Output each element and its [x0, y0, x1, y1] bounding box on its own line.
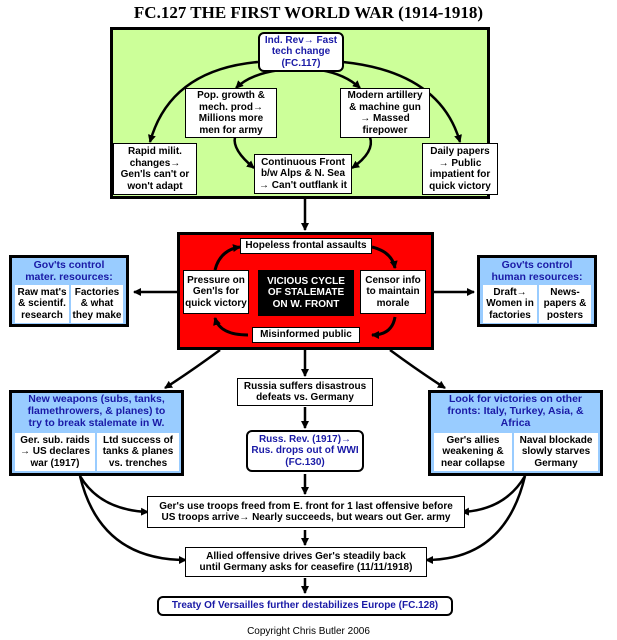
arrow-weapons-allied: [78, 475, 187, 564]
arrow-art-front: [351, 136, 373, 170]
industrial-revolution-box: Ind. Rev→ Fast tech change (FC.117): [258, 32, 344, 72]
arrow-indrev-pop: [235, 68, 281, 89]
misinformed-public-box: Misinformed public: [252, 327, 360, 343]
newspapers-box: News- papers & posters: [539, 285, 591, 323]
arrow-to-victories: [389, 348, 446, 390]
other-fronts-title: Look for victories on other fronts: Ital…: [447, 393, 584, 429]
arrow-indrev-art: [319, 68, 361, 89]
arrow-indrev-papers: [342, 60, 462, 143]
new-weapons-title: New weapons (subs, tanks, flamethrowers,…: [27, 393, 166, 429]
arrow-pop-front: [233, 136, 255, 169]
frontal-assaults-box: Hopeless frontal assaults: [240, 238, 372, 254]
last-offensive-box: Ger's use troops freed from E. front for…: [147, 496, 465, 528]
treaty-of-versailles-box: Treaty Of Versailles further destabilize…: [157, 596, 453, 616]
censor-info-box: Censor info to maintain morale: [360, 270, 426, 314]
pressure-on-generals-box: Pressure on Gen'ls for quick victory: [183, 270, 249, 314]
vicious-cycle-label: VICIOUS CYCLE OF STALEMATE ON W. FRONT: [258, 270, 354, 316]
page-title: FC.127 THE FIRST WORLD WAR (1914-1918): [133, 3, 484, 22]
raw-materials-box: Raw mat's & scientif. research: [15, 285, 69, 323]
copyright: Copyright Chris Butler 2006: [247, 626, 370, 637]
modern-artillery-box: Modern artillery & machine gun → Massed …: [340, 88, 430, 138]
cycle-arrow-2: [371, 316, 397, 339]
material-resources-title: Gov'ts control mater. resources:: [25, 259, 113, 283]
cycle-arrow-4: [213, 244, 241, 271]
arrow-to-weapons: [164, 348, 221, 390]
population-growth-box: Pop. growth & mech. prod→ Millions more …: [185, 88, 277, 138]
factories-box: Factories & what they make: [71, 285, 123, 323]
arrow-indrev-rapid: [148, 60, 259, 143]
cycle-arrow-1: [371, 245, 398, 269]
allied-offensive-box: Allied offensive drives Ger's steadily b…: [185, 547, 427, 577]
tanks-planes-box: Ltd success of tanks & planes vs. trench…: [97, 433, 179, 471]
allies-weakening-box: Ger's allies weakening & near collapse: [434, 433, 512, 471]
russian-revolution-box: Russ. Rev. (1917)→ Rus. drops out of WWI…: [246, 430, 364, 472]
arrow-victories-allied: [425, 475, 527, 564]
rapid-military-changes-box: Rapid milit. changes→ Gen'ls can't or wo…: [113, 143, 197, 195]
daily-papers-box: Daily papers → Public impatient for quic…: [422, 143, 498, 195]
human-resources-title: Gov'ts control human resources:: [491, 259, 583, 283]
naval-blockade-box: Naval blockade slowly starves Germany: [514, 433, 598, 471]
draft-box: Draft→ Women in factories: [483, 285, 537, 323]
cycle-arrow-3: [213, 317, 249, 337]
russia-defeats-box: Russia suffers disastrous defeats vs. Ge…: [237, 378, 373, 406]
continuous-front-box: Continuous Front b/w Alps & N. Sea → Can…: [254, 154, 352, 194]
sub-raids-box: Ger. sub. raids → US declares war (1917): [15, 433, 95, 471]
arrow-victories-offensive: [461, 475, 527, 516]
arrow-weapons-offensive: [78, 475, 149, 516]
